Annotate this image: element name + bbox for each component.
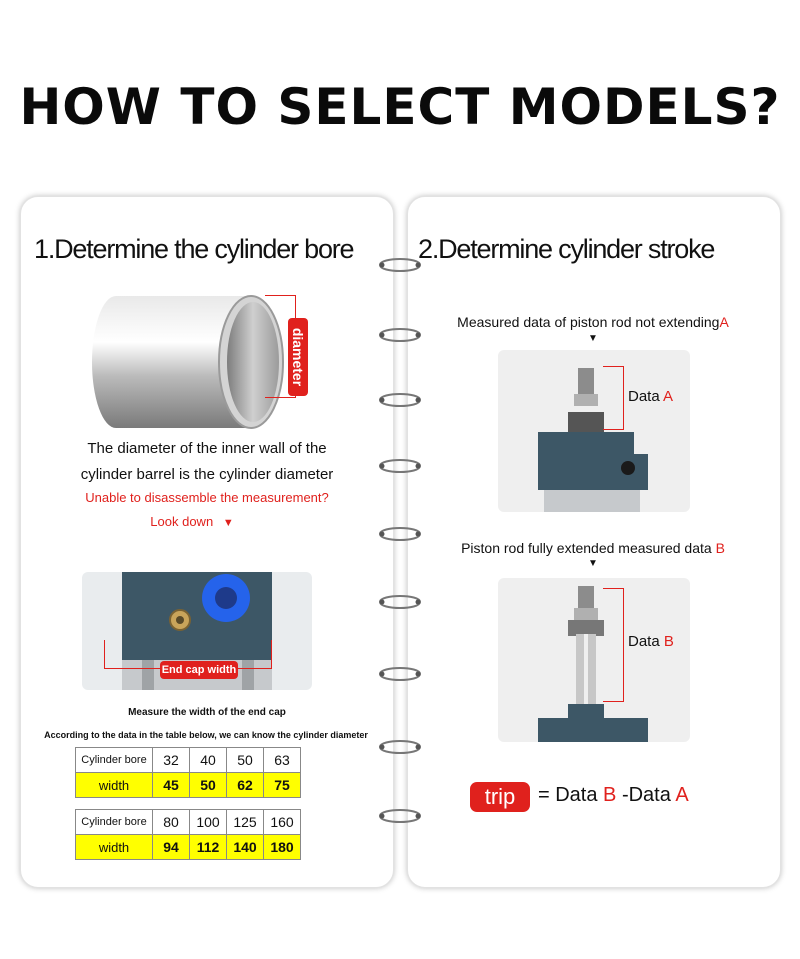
table-cell: 63 — [263, 747, 301, 773]
bore-table-2: Cylinder bore 80 100 125 160 width 94 11… — [75, 809, 301, 860]
down-arrow-icon: ▼ — [588, 558, 598, 569]
page-title: HOW TO SELECT MODELS? — [19, 78, 781, 136]
binder-ring-icon — [379, 740, 422, 754]
measure-caption: Measure the width of the end cap — [128, 707, 286, 718]
look-down-text: Look down ▼ — [150, 514, 234, 529]
desc-line-2: cylinder barrel is the cylinder diameter — [80, 466, 334, 483]
stroke-formula: = Data B -Data A — [538, 784, 689, 806]
table-cell: 94 — [152, 834, 190, 860]
table-cell: 180 — [263, 834, 301, 860]
table-cell: 75 — [263, 772, 301, 798]
end-cap-photo — [82, 572, 312, 690]
table-cell: 112 — [189, 834, 227, 860]
binder-ring-icon — [379, 667, 422, 681]
cylinder-extended-photo — [498, 578, 690, 742]
stroke-card — [407, 196, 781, 888]
table-cell: Cylinder bore — [75, 747, 153, 773]
data-b-label: Data B — [628, 633, 674, 650]
desc-line-1: The diameter of the inner wall of the — [87, 440, 327, 457]
binder-ring-icon — [379, 328, 422, 342]
down-arrow-icon: ▼ — [588, 333, 598, 344]
disassemble-question: Unable to disassemble the measurement? — [85, 490, 329, 505]
binder-ring-icon — [379, 527, 422, 541]
binder-ring-icon — [379, 258, 422, 272]
end-cap-label: End cap width — [160, 661, 238, 679]
cylinder-barrel-image — [92, 295, 284, 429]
table-cell: 160 — [263, 809, 301, 835]
table-cell: 50 — [189, 772, 227, 798]
cylinder-retracted-photo — [498, 350, 690, 512]
binder-ring-icon — [379, 459, 422, 473]
bore-table-1: Cylinder bore 32 40 50 63 width 45 50 62… — [75, 747, 301, 798]
table-cell: 40 — [189, 747, 227, 773]
diameter-label-text: diameter — [290, 327, 306, 387]
data-a-bracket — [603, 366, 624, 430]
caption-a: Measured data of piston rod not extendin… — [457, 314, 729, 330]
table-cell: width — [75, 834, 153, 860]
binder-ring-icon — [379, 595, 422, 609]
stroke-heading: 2.Determine cylinder stroke — [418, 234, 715, 264]
data-a-label: Data A — [628, 388, 674, 405]
table-cell: 100 — [189, 809, 227, 835]
table-cell: 45 — [152, 772, 190, 798]
table-caption: According to the data in the table below… — [44, 730, 368, 740]
data-b-bracket — [603, 588, 624, 702]
caption-b: Piston rod fully extended measured data … — [461, 540, 725, 556]
table-cell: width — [75, 772, 153, 798]
table-cell: 125 — [226, 809, 264, 835]
table-cell: 50 — [226, 747, 264, 773]
table-cell: 62 — [226, 772, 264, 798]
table-cell: 32 — [152, 747, 190, 773]
table-cell: 80 — [152, 809, 190, 835]
trip-badge: trip — [470, 782, 530, 812]
diameter-label — [288, 318, 308, 396]
binder-ring-icon — [379, 393, 422, 407]
down-arrow-icon: ▼ — [222, 517, 234, 529]
table-cell: 140 — [226, 834, 264, 860]
bore-heading: 1.Determine the cylinder bore — [34, 234, 355, 264]
table-cell: Cylinder bore — [75, 809, 153, 835]
binder-ring-icon — [379, 809, 422, 823]
